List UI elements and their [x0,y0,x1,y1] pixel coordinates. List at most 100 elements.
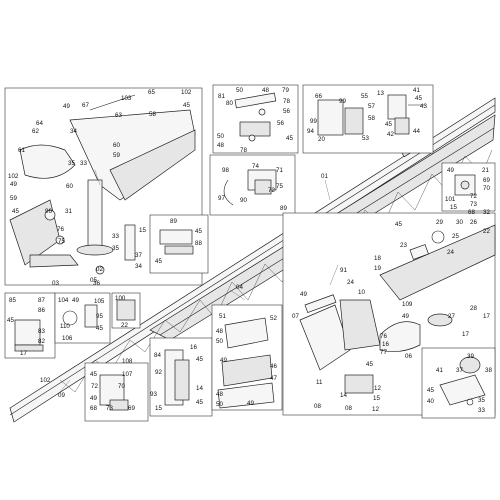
callout: 35 [68,160,75,167]
callout: 56 [283,108,290,115]
callout: 99 [310,118,317,125]
callout: 70 [118,383,125,390]
callout: 55 [361,93,368,100]
callout: 05 [90,277,97,284]
callout: 110 [60,323,70,330]
callout: 15 [450,204,457,211]
callout: 45 [286,135,293,142]
callout: 104 [58,297,69,304]
callout: 56 [277,120,284,127]
callout: 12 [374,385,381,392]
callout: 35 [112,245,119,252]
callout: 70 [483,185,490,192]
callout: 72 [91,383,98,390]
callout: 24 [347,279,354,286]
callout: 108 [122,358,133,365]
callout: 40 [427,398,434,405]
callout: 61 [18,147,25,154]
callout: 65 [148,89,155,96]
callout: 58 [368,115,375,122]
callout: 13 [377,90,384,97]
callout: 82 [38,338,45,345]
callout: 30 [456,219,463,226]
inset-hose-mid [209,154,296,216]
callout: 81 [218,93,225,100]
callout: 22 [483,228,490,235]
callout: 101 [445,196,456,203]
callout: 45 [90,371,97,378]
callout: 08 [345,405,352,412]
callout: 27 [448,313,455,320]
callout: 49 [220,357,227,364]
inset-pivot-bottom [421,347,496,419]
callout: 18 [374,255,381,262]
callout: 43 [420,103,427,110]
callout: 17 [483,313,490,320]
callout: 49 [90,395,97,402]
callout: 105 [94,298,105,305]
callout: 102 [8,173,19,180]
callout: 02 [96,266,103,273]
callout: 45 [96,325,103,332]
callout: 59 [113,152,120,159]
callout: 50 [216,338,223,345]
callout: 36 [93,280,100,287]
callout: 78 [283,98,290,105]
callout: 49 [402,313,409,320]
callout: 15 [373,395,380,402]
callout: 52 [270,315,277,322]
callout: 67 [82,102,89,109]
callout: 47 [270,375,277,382]
callout: 49 [63,103,70,110]
callout: 04 [236,284,243,291]
callout: 15 [155,405,162,412]
callout: 49 [447,167,454,174]
callout: 01 [321,173,328,180]
callout: 102 [181,89,192,96]
callout: 45 [155,258,162,265]
callout: 16 [382,341,389,348]
inset-clamp-right [441,162,496,212]
callout: 28 [470,305,477,312]
callout: 33 [112,233,119,240]
callout: 75 [58,238,65,245]
callout: 69 [483,177,490,184]
callout: 98 [222,167,229,174]
inset-plates [211,304,283,411]
callout: 45 [7,317,14,324]
inset-bracket-88 [149,214,209,274]
callout: 45 [427,387,434,394]
callout: 35 [478,397,485,404]
callout: 48 [216,328,223,335]
callout: 93 [150,391,157,398]
callout: 73 [106,405,113,412]
callout: 20 [318,136,325,143]
callout: 80 [226,100,233,107]
callout: 99 [339,98,346,105]
callout: 33 [80,160,87,167]
callout: 60 [113,142,120,149]
callout: 106 [62,335,73,342]
callout: 49 [300,291,307,298]
inset-bracket-top [212,84,299,154]
callout: 45 [196,356,203,363]
callout: 72 [470,193,477,200]
callout: 68 [90,405,97,412]
callout: 03 [52,280,59,287]
callout: 103 [121,95,132,102]
callout: 66 [315,93,322,100]
callout: 79 [282,87,289,94]
callout: 41 [436,367,443,374]
inset-lower-left [4,292,141,359]
leader-lines [59,169,339,393]
callout: 34 [135,263,142,270]
callout: 96 [45,208,52,215]
callout: 37 [456,367,463,374]
callout: 34 [70,128,77,135]
callout-labels: 01 04 09 05 03 02 36 65 102 103 45 49 67… [7,87,492,414]
callout: 57 [368,103,375,110]
callout: 08 [314,403,321,410]
callout: 109 [402,301,413,308]
callout: 49 [247,400,254,407]
